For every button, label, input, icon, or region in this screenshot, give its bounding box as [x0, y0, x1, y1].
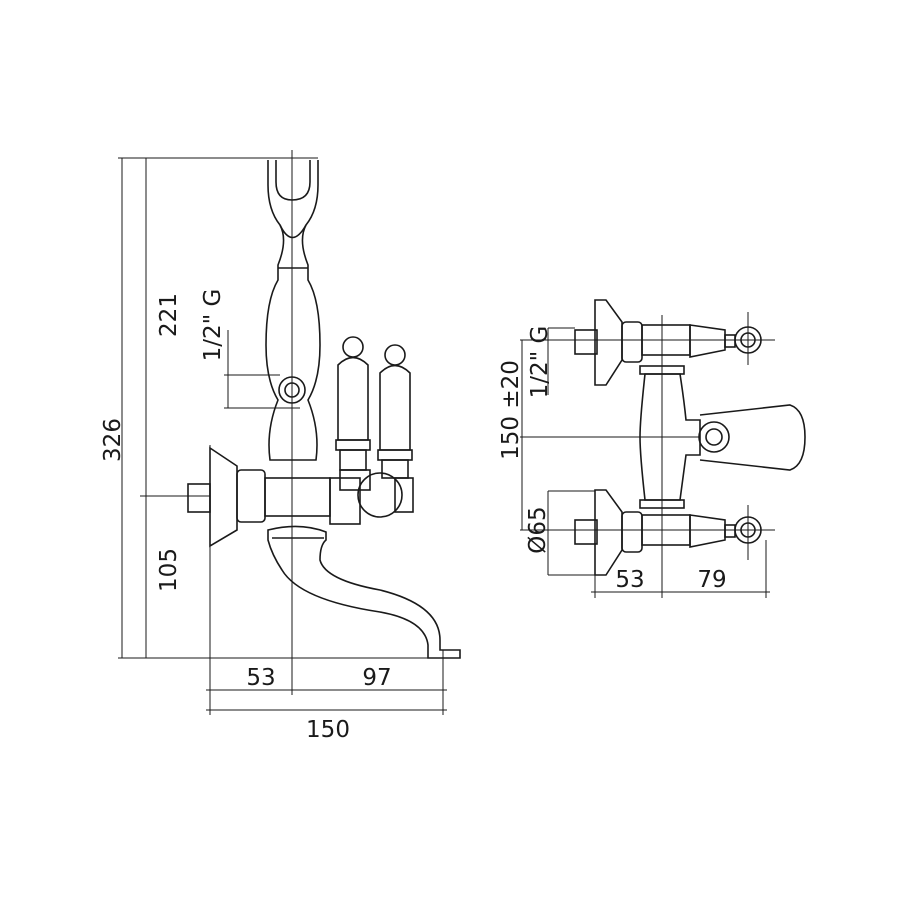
dim-thread: 1/2" G: [200, 289, 226, 362]
dimension-lines: [520, 312, 775, 598]
shower-column: [265, 160, 321, 461]
side-view: 326 221 105 1/2" G 53 97 150: [100, 150, 461, 743]
dim-total-depth: 150: [306, 717, 350, 743]
front-view: 1/2" G 150 ±20 Ø65 53 79: [498, 299, 806, 598]
dim-thread: 1/2" G: [527, 326, 553, 399]
dim-wall-to-center: 53: [246, 665, 275, 691]
center-column-and-diverter: [639, 365, 806, 509]
dim-upper-height: 221: [156, 293, 182, 337]
mixer-body: [187, 446, 414, 548]
dim-flange-diameter: Ø65: [525, 506, 551, 553]
handles: [335, 336, 413, 479]
inlet-top: [574, 299, 762, 386]
dim-center-to-spout: 97: [362, 665, 391, 691]
dim-wall-to-center: 53: [615, 567, 644, 593]
dimension-lines: [118, 150, 460, 715]
spout: [267, 525, 461, 659]
dim-lower-height: 105: [156, 548, 182, 592]
dim-total-height: 326: [100, 418, 126, 462]
dim-inlet-spacing: 150 ±20: [498, 360, 524, 460]
dim-center-to-front: 79: [697, 567, 726, 593]
inlet-bottom: [574, 489, 762, 576]
